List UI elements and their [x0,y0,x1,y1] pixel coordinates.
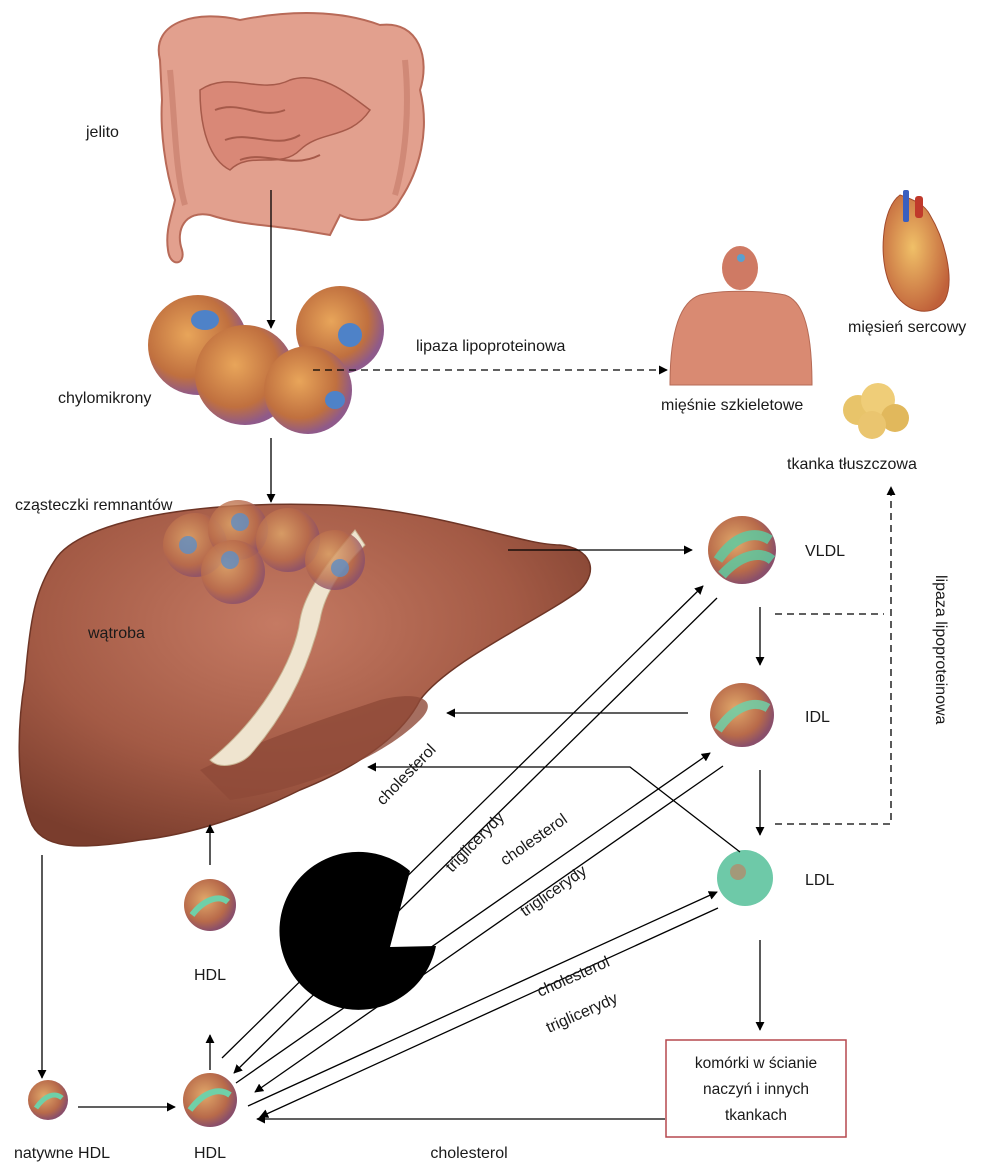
label-vldl: VLDL [805,543,845,560]
label-skeletal-muscle: mięśnie szkieletowe [661,397,803,414]
intestine-illustration [159,13,424,262]
cells-box-line-2: naczyń i innych [703,1081,809,1098]
native-hdl-particle [28,1080,68,1120]
label-ldl-triglycerides: triglicerydy [544,990,621,1037]
label-idl-cholesterol: cholesterol [498,811,571,869]
hdl-particle-lower [183,1073,237,1127]
idl-particle [710,683,774,747]
label-remnants: cząsteczki remnantów [15,497,173,514]
label-cholesterol-bottom: cholesterol [430,1145,507,1162]
label-lipase-vertical: lipaza lipoproteinowa [932,575,949,725]
adipose-tissue-illustration [843,383,909,439]
hdl-particle-upper [184,879,236,931]
chylomicron-particles [148,286,384,434]
dashed-ldl-lipase [775,487,891,824]
cells-box: komórki w ścianie naczyń i innych tkanka… [666,1040,846,1137]
label-ldl: LDL [805,872,834,889]
label-vldl-cholesterol: cholesterol [374,741,440,808]
label-idl: IDL [805,709,830,726]
cetp-label: CETP [371,1018,414,1035]
cells-box-line-1: komórki w ścianie [695,1055,817,1072]
label-idl-triglycerides: triglicerydy [518,862,590,920]
label-native-hdl: natywne HDL [14,1145,110,1162]
label-vldl-triglycerides: triglicerydy [443,809,508,876]
label-lipase-top: lipaza lipoproteinowa [416,338,566,355]
vldl-particle [708,516,776,584]
label-hdl-lower: HDL [194,1145,226,1162]
cells-box-line-3: tkankach [725,1107,787,1124]
label-ldl-cholesterol: cholesterol [535,954,613,1001]
arrow-ldl-to-liver [368,767,740,852]
label-intestine: jelito [85,124,119,141]
label-adipose: tkanka tłuszczowa [787,456,917,473]
label-heart-muscle: mięsień sercowy [848,319,966,336]
skeletal-muscle-illustration [670,246,812,385]
ldl-particle [717,850,773,906]
label-hdl-upper: HDL [194,967,226,984]
cetp-protein: CETP [279,852,436,1035]
label-liver: wątroba [87,625,145,642]
heart-illustration [883,190,949,311]
label-chylomicrons: chylomikrony [58,390,151,407]
